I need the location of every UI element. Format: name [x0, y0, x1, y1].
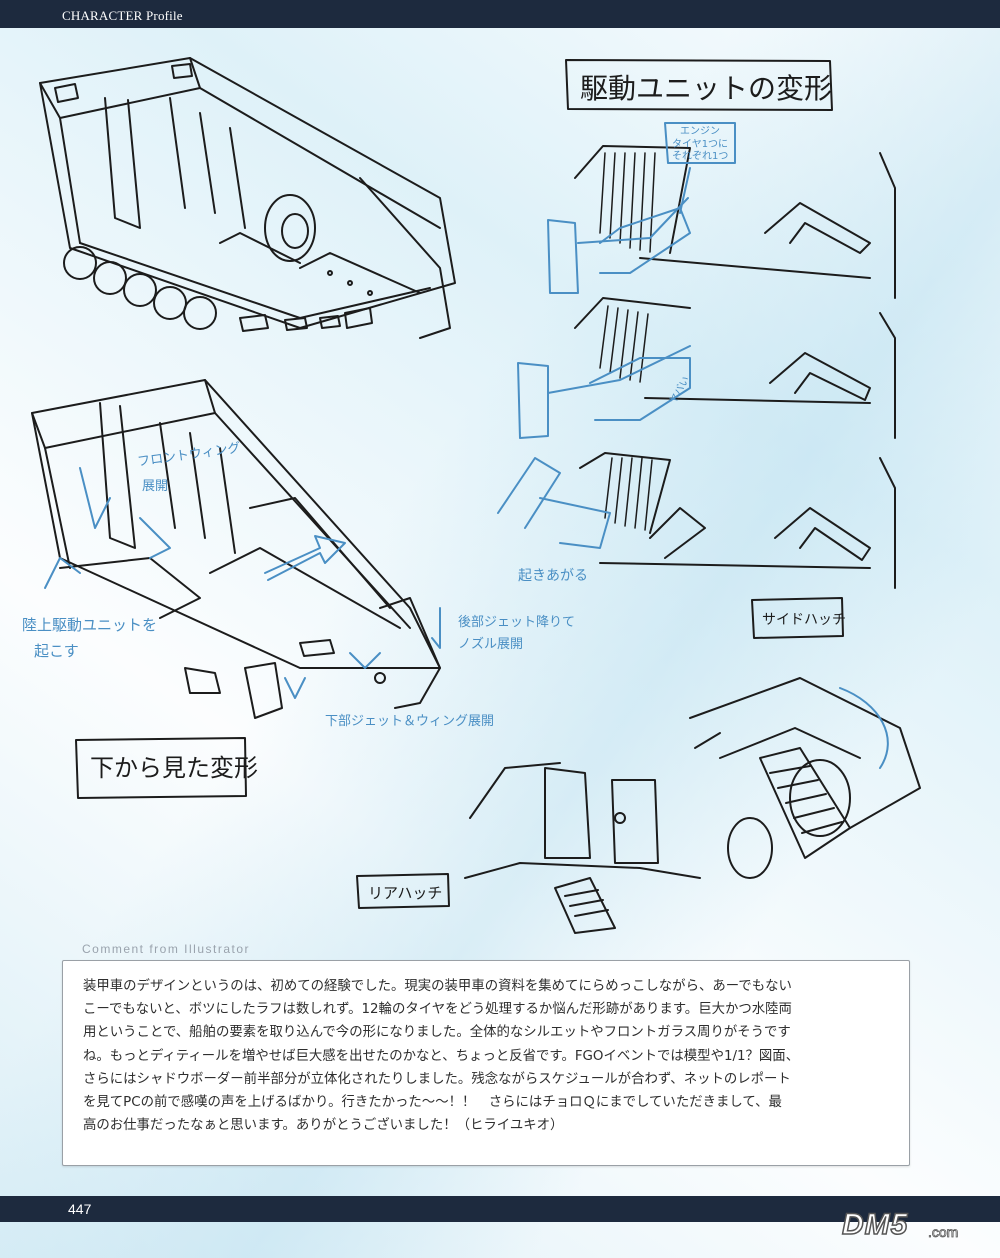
rise-up-label: 起きあがる — [518, 568, 588, 584]
front-wing-line-2: 展開 — [142, 479, 168, 494]
lower-jet-label: 下部ジェット＆ウィング展開 — [325, 714, 494, 729]
drive-unit-step-3 — [579, 452, 896, 589]
comment-box: 装甲車のデザインというのは、初めての経験でした。現実の装甲車の資料を集めてにらめ… — [62, 960, 910, 1166]
comment-line: を見てPCの前で感嘆の声を上げるばかり。行きたかった～～！！ さらにはチョロＱに… — [83, 1095, 782, 1111]
side-hatch-label: サイドハッチ — [762, 612, 846, 628]
footer-bar — [0, 1196, 1000, 1222]
blue-annotations — [44, 122, 889, 769]
from-below-transform-label: 下から見た変形 — [90, 754, 258, 782]
header-bar — [0, 0, 1000, 28]
land-drive-line-1: 陸上駆動ユニットを — [22, 616, 157, 634]
engine-note-line-1: エンジン — [680, 126, 720, 137]
comment-body: 装甲車のデザインというのは、初めての経験でした。現実の装甲車の資料を集めてにらめ… — [83, 975, 895, 1137]
comment-line: ね。もっとディティールを増やせば巨大感を出せたのかなと、ちょっと反省です。FGO… — [83, 1048, 800, 1064]
land-drive-line-2: 起こす — [34, 642, 79, 660]
drive-unit-step-1 — [574, 145, 896, 299]
vehicle-underside-sketch-top — [39, 57, 456, 339]
rear-jet-line-2: ノズル展開 — [458, 636, 523, 652]
comment-line: 装甲車のデザインというのは、初めての経験でした。現実の装甲車の資料を集めてにらめ… — [83, 979, 792, 994]
rear-hatch-label: リアハッチ — [368, 884, 442, 902]
rear-jet-line-1: 後部ジェット降りて — [458, 615, 575, 630]
watermark-logo: DM5 — [841, 1207, 909, 1242]
engine-note-line-2: タイヤ1つに — [672, 138, 728, 150]
front-wing-line-1: フロントウィング — [136, 441, 241, 470]
vehicle-transform-sketch-middle — [31, 379, 441, 719]
drive-unit-step-2 — [574, 297, 896, 439]
side-hatch-wheel-sketch — [689, 677, 921, 879]
sketch-artwork: 駆動ユニットの変形 エンジン タイヤ1つに それぞれ1つ ヤバい フロントウィン… — [22, 57, 921, 934]
comment-line: こーでもないと、ボツにしたラフは数しれず。12輪のタイヤをどう処理するか悩んだ形… — [83, 1002, 792, 1018]
comment-heading: Comment from Illustrator — [82, 942, 251, 956]
comment-line: さらにはシャドウボーダー前半部分が立体化されたりしました。残念ながらスケジュール… — [83, 1071, 791, 1087]
comment-line: 高のお仕事だったなぁと思います。ありがとうございました！（ヒライユキオ） — [83, 1118, 564, 1134]
page-number: 447 — [68, 1201, 92, 1217]
rear-hatch-sketch — [464, 762, 701, 934]
comment-line: 用ということで、船舶の要素を取り込んで今の形になりました。全体的なシルエットやフ… — [83, 1025, 791, 1041]
watermark-suffix: .com — [928, 1224, 959, 1241]
engine-note-line-3: それぞれ1つ — [672, 150, 728, 162]
section-title: CHARACTER Profile — [62, 8, 183, 23]
drive-unit-transform-label: 駆動ユニットの変形 — [580, 72, 832, 105]
